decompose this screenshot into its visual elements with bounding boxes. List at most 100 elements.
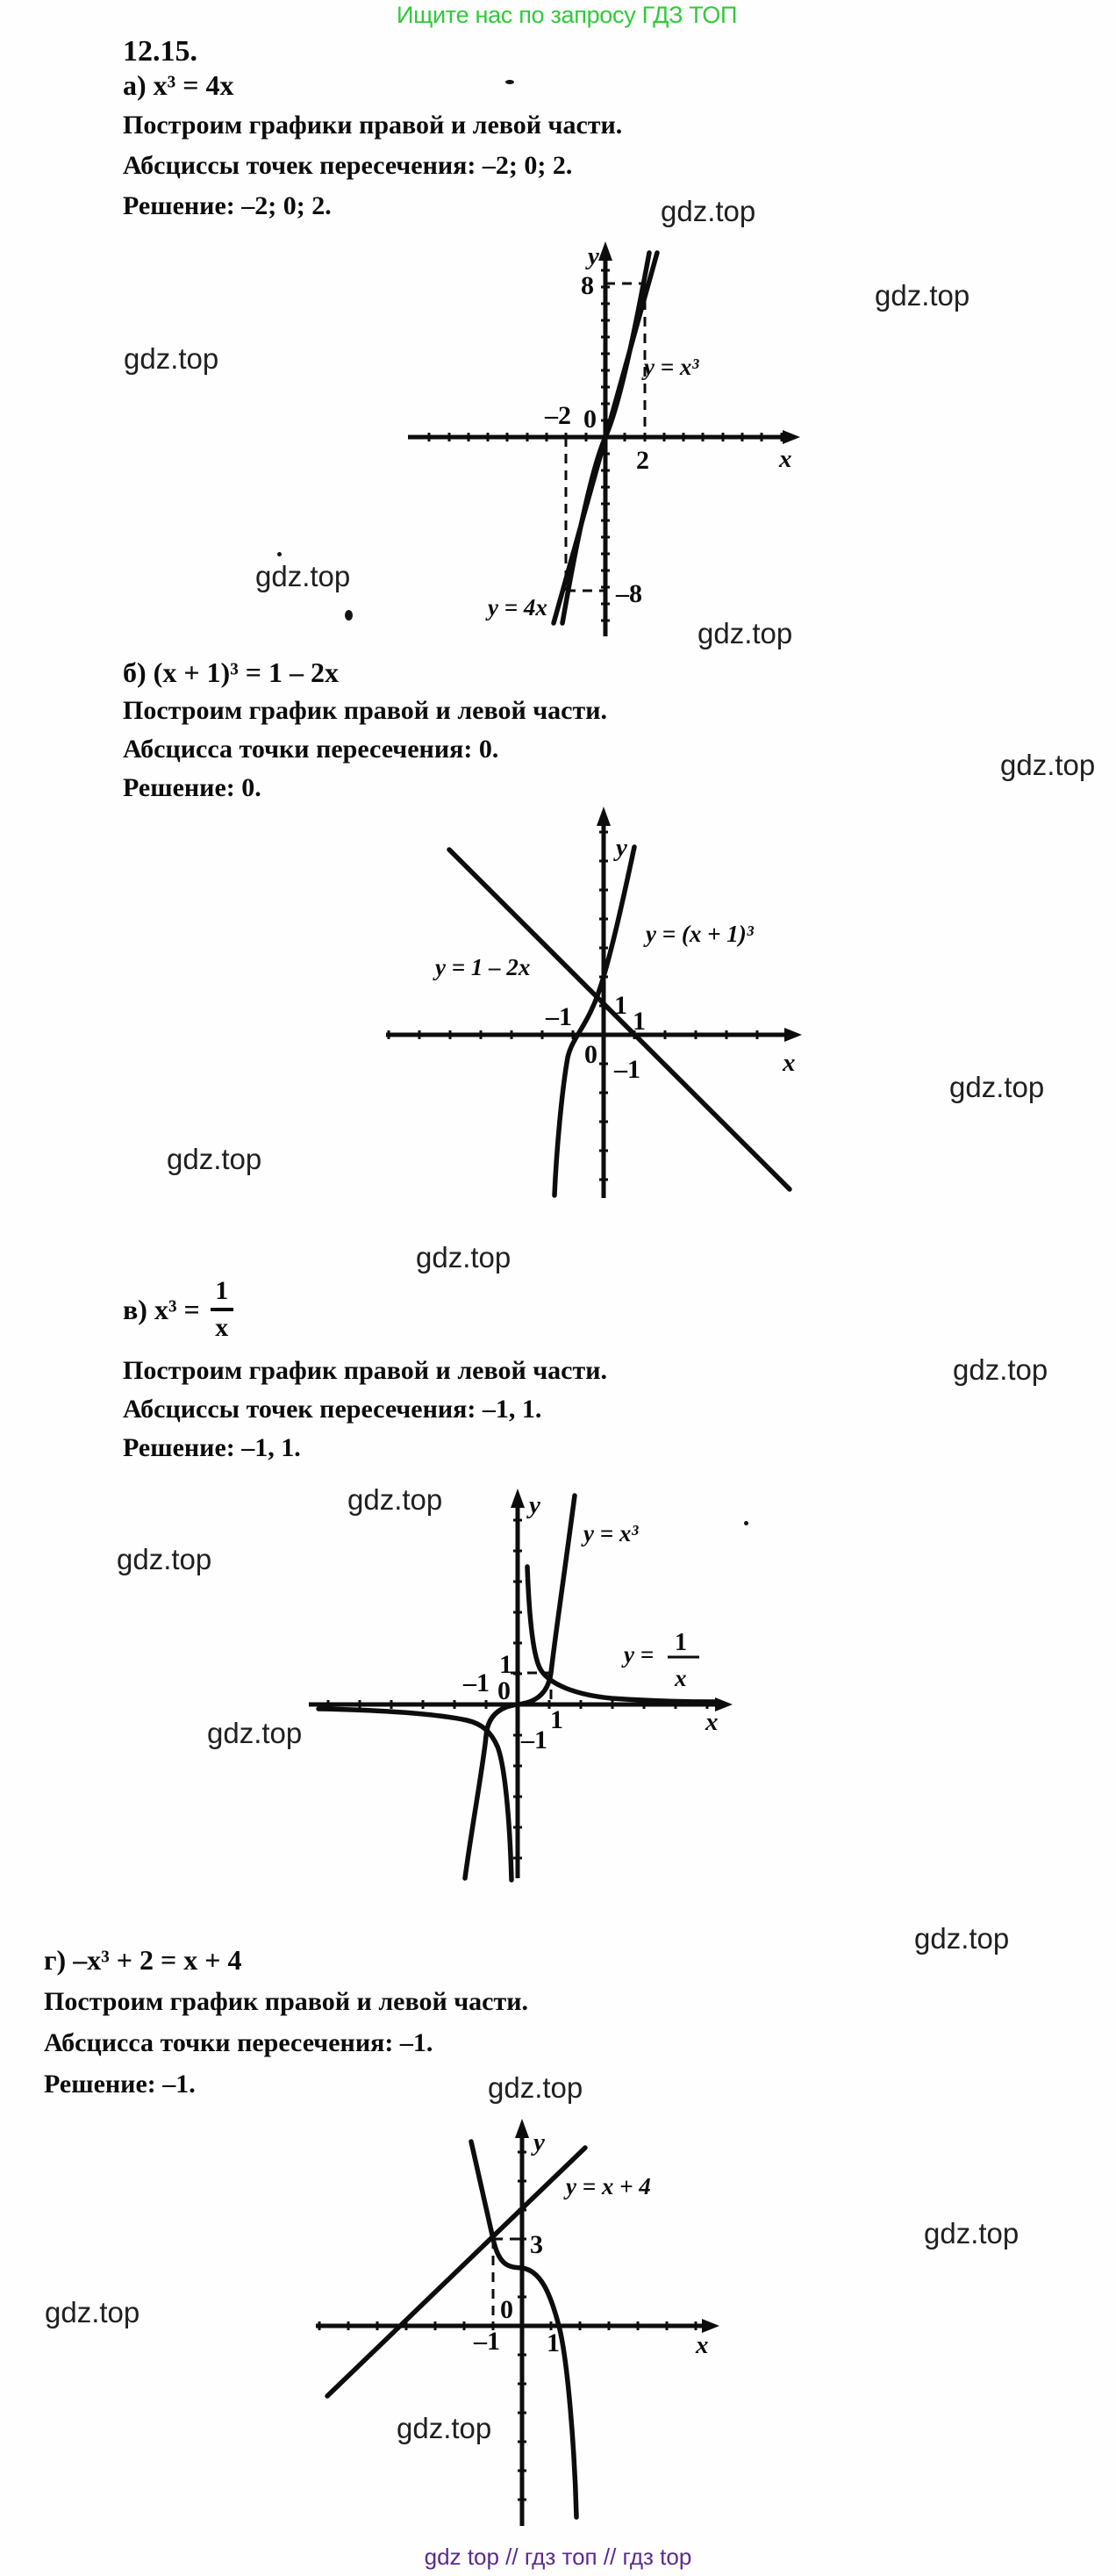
graph-d-y-arrow-icon bbox=[515, 2119, 529, 2138]
graph-b-tick-neg1y: –1 bbox=[613, 1055, 640, 1084]
part-a-build-line: Построим графики правой и левой части. bbox=[123, 111, 623, 140]
part-d-build-line: Построим график правой и левой части. bbox=[44, 1987, 529, 2016]
watermark: gdz.top bbox=[488, 2071, 583, 2104]
graph-a-y-ticks bbox=[601, 269, 610, 622]
graph-c-tick-0: 0 bbox=[497, 1676, 511, 1705]
part-c-equation: в) x³ = 1 x bbox=[123, 1267, 607, 1352]
graph-c-hyperbola-left bbox=[316, 1706, 514, 1883]
graph-d-x-arrow-icon bbox=[702, 2319, 719, 2333]
graph-b-tick-neg1: –1 bbox=[545, 1002, 572, 1031]
watermark: gdz.top bbox=[924, 2217, 1019, 2250]
watermark: gdz.top bbox=[661, 195, 756, 227]
graph-c-x-ticks bbox=[326, 1700, 709, 1709]
graph-d-x-ticks bbox=[318, 2321, 698, 2330]
graph-d-tick-3: 3 bbox=[530, 2230, 543, 2259]
part-d-equation: г) –x³ + 2 = x + 4 bbox=[44, 1944, 242, 1976]
graph-b-x-label: x bbox=[782, 1049, 796, 1077]
part-a-equation: а) x³ = 4x bbox=[123, 69, 234, 101]
scan-artifact-dot bbox=[345, 610, 353, 621]
watermark: gdz.top bbox=[124, 342, 219, 375]
graph-c-hyperbola-right bbox=[525, 1564, 719, 1704]
part-c-abscissa-line: Абсциссы точек пересечения: –1, 1. bbox=[123, 1395, 542, 1424]
watermark: gdz.top bbox=[698, 617, 793, 649]
graph-d-y-label: y bbox=[531, 2128, 545, 2156]
watermark: gdz.top bbox=[949, 1071, 1045, 1103]
graph-a-tick-0: 0 bbox=[583, 405, 597, 434]
graph-a-cubic-label: y = x³ bbox=[641, 354, 699, 380]
graph-c-hyperbola-label-prefix: y = bbox=[621, 1641, 654, 1668]
graph-c-cubic-label: y = x³ bbox=[581, 1520, 639, 1546]
graph-c: y y = x³ y = 1 x 1 –1 0 1 –1 x bbox=[309, 1489, 733, 1883]
graph-c-y-arrow-icon bbox=[511, 1489, 525, 1508]
part-c-answer-line: Решение: –1, 1. bbox=[123, 1433, 301, 1462]
part-d-answer-line: Решение: –1. bbox=[44, 2070, 196, 2099]
part-c-block: в) x³ = 1 x Построим график правой и лев… bbox=[123, 1267, 607, 1467]
watermark: gdz.top bbox=[255, 560, 351, 592]
graph-d-line-curve bbox=[325, 2145, 588, 2399]
graph-c-y-ticks bbox=[513, 1518, 522, 1860]
graph-d: y y = x + 4 3 0 –1 1 x bbox=[316, 2119, 719, 2526]
scan-artifact-dot bbox=[744, 1521, 748, 1525]
graph-b-cubic-curve bbox=[552, 844, 637, 1198]
graph-a: y 8 y = x³ –2 0 2 x –8 y = 4x bbox=[408, 241, 800, 636]
graph-a-x-label: x bbox=[778, 445, 792, 473]
graph-c-y-label: y bbox=[526, 1491, 540, 1519]
graph-c-x-arrow-icon bbox=[715, 1697, 733, 1711]
graph-a-tick-neg8: –8 bbox=[615, 579, 642, 608]
watermark: gdz.top bbox=[117, 1543, 212, 1575]
part-d-abscissa-line: Абсцисса точки пересечения: –1. bbox=[44, 2028, 433, 2057]
graph-c-tick-neg1y: –1 bbox=[520, 1726, 547, 1754]
graph-b-line-curve bbox=[447, 847, 792, 1192]
watermark: gdz.top bbox=[416, 1241, 512, 1274]
graph-a-x-ticks bbox=[427, 433, 783, 441]
scan-artifact-dot bbox=[277, 552, 282, 556]
graph-a-line-curve bbox=[551, 250, 660, 626]
part-c-equation-prefix: в) x³ = bbox=[123, 1294, 200, 1325]
graph-a-line-label: y = 4x bbox=[485, 594, 547, 621]
graph-b-y-label: y bbox=[613, 834, 627, 862]
part-c-fraction: 1 x bbox=[210, 1276, 233, 1342]
part-a-abscissa-line: Абсциссы точек пересечения: –2; 0; 2. bbox=[123, 151, 573, 180]
part-c-fraction-numerator: 1 bbox=[215, 1276, 229, 1305]
graph-c-tick-1x: 1 bbox=[550, 1705, 563, 1734]
watermark: gdz.top bbox=[207, 1717, 303, 1749]
graph-c-tick-neg1x: –1 bbox=[462, 1668, 490, 1697]
graph-b-cubic-label: y = (x + 1)³ bbox=[643, 921, 755, 947]
part-c-fraction-denominator: x bbox=[215, 1313, 229, 1342]
watermark: gdz.top bbox=[397, 2412, 492, 2444]
site-header-text: Ищите нас по запросу ГДЗ ТОП bbox=[397, 2, 738, 28]
watermark: gdz.top bbox=[914, 1922, 1010, 1955]
part-a-answer-line: Решение: –2; 0; 2. bbox=[123, 191, 332, 220]
graph-a-x-arrow-icon bbox=[783, 430, 800, 444]
graph-a-tick-8: 8 bbox=[581, 271, 594, 300]
part-b-build-line: Построим график правой и левой части. bbox=[123, 696, 608, 725]
graph-c-tick-1y: 1 bbox=[499, 1650, 512, 1679]
graph-c-cubic-curve bbox=[462, 1493, 577, 1881]
graph-d-dashed-guides bbox=[491, 2237, 522, 2326]
part-b-answer-line: Решение: 0. bbox=[123, 773, 261, 802]
graph-b-y-arrow-icon bbox=[597, 807, 611, 826]
graph-a-y-label: y bbox=[585, 242, 599, 270]
graph-c-hyperbola-frac-den: x bbox=[674, 1665, 687, 1691]
scan-artifact-dot bbox=[505, 80, 514, 84]
graph-d-tick-0: 0 bbox=[500, 2295, 513, 2324]
part-c-fraction-bar bbox=[210, 1308, 233, 1311]
part-b-abscissa-line: Абсцисса точки пересечения: 0. bbox=[123, 735, 499, 764]
graph-b-tick-0: 0 bbox=[584, 1040, 597, 1069]
graph-b-tick-1y: 1 bbox=[614, 991, 627, 1020]
graph-b: y y = (x + 1)³ y = 1 – 2x –1 1 1 0 –1 x bbox=[386, 807, 802, 1198]
watermark: gdz.top bbox=[45, 2296, 140, 2328]
watermark: gdz.top bbox=[875, 279, 970, 312]
graph-d-tick-1: 1 bbox=[547, 2328, 560, 2357]
graph-d-line-label: y = x + 4 bbox=[563, 2173, 651, 2199]
graph-d-tick-neg1: –1 bbox=[473, 2327, 500, 2356]
graph-b-tick-1x: 1 bbox=[633, 1007, 646, 1036]
graph-d-cubic-curve bbox=[469, 2139, 579, 2520]
graph-d-x-label: x bbox=[695, 2331, 709, 2359]
watermark: gdz.top bbox=[953, 1353, 1048, 1386]
watermark: gdz.top bbox=[1000, 749, 1096, 781]
watermark: gdz.top bbox=[167, 1143, 262, 1175]
graph-c-hyperbola-frac-num: 1 bbox=[675, 1629, 687, 1656]
problem-number: 12.15. bbox=[123, 35, 197, 68]
